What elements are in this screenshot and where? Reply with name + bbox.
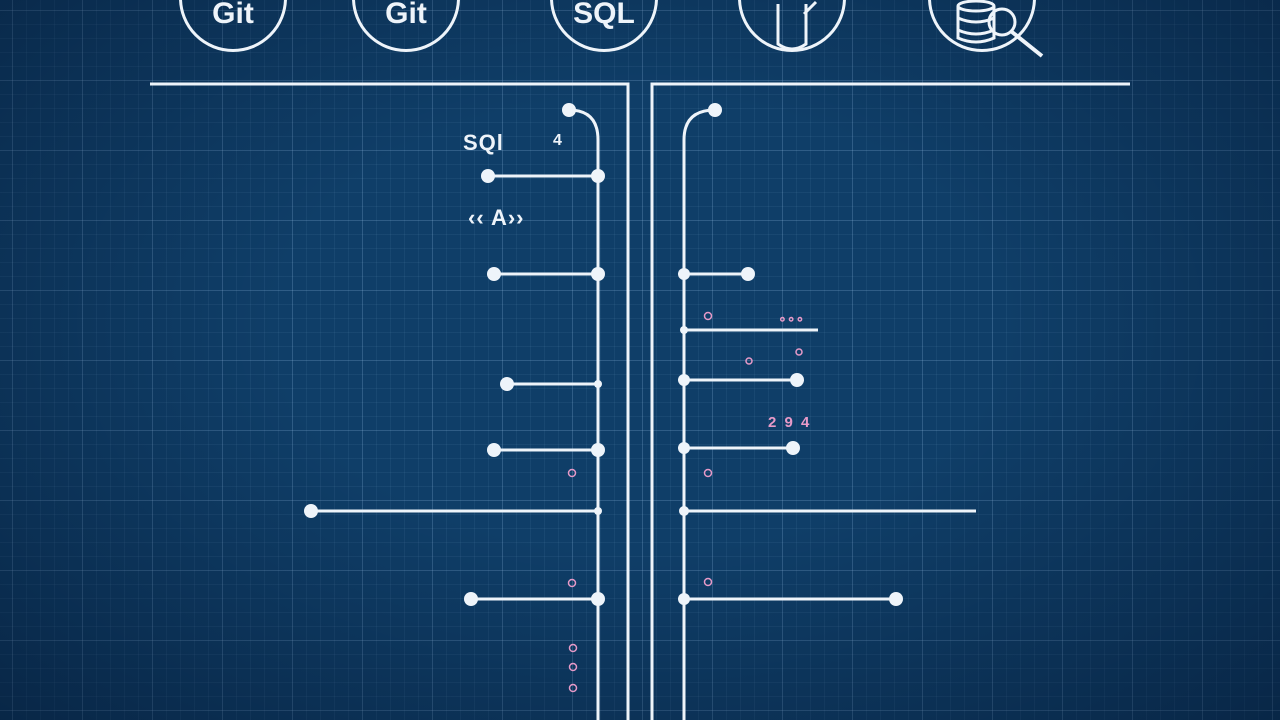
accent-dot: [567, 578, 577, 588]
node: [889, 592, 903, 606]
node: [591, 267, 605, 281]
accent-dot: [568, 683, 578, 693]
node: [594, 380, 602, 388]
git-label: Git: [212, 0, 254, 30]
node: [591, 443, 605, 457]
node: [487, 443, 501, 457]
accent-dot: [568, 643, 578, 653]
database-search-glyph: [956, 0, 1044, 58]
right-bus-line: [682, 108, 716, 720]
node: [594, 507, 602, 515]
right-code-annotation-1: ∘∘∘: [778, 310, 805, 326]
sql-marker: 4: [553, 132, 563, 149]
accent-dot: [568, 662, 578, 672]
node: [708, 103, 722, 117]
node: [304, 504, 318, 518]
node: [678, 268, 690, 280]
right-code-annotation-2: 2 9 4: [768, 414, 812, 431]
node: [500, 377, 514, 391]
node: [741, 267, 755, 281]
left-frame-line: [150, 82, 630, 720]
node: [591, 169, 605, 183]
node: [591, 592, 605, 606]
accent-dot: [703, 577, 713, 587]
node: [481, 169, 495, 183]
accent-dot: [795, 348, 803, 356]
node: [464, 592, 478, 606]
database-icon[interactable]: [738, 0, 846, 52]
accent-dot: [745, 357, 753, 365]
sql-annotation: SQl: [463, 130, 504, 155]
node: [678, 374, 690, 386]
accent-dot: [567, 468, 577, 478]
node: [680, 326, 688, 334]
sql-label: SQL: [573, 0, 635, 30]
angle-bracket-annotation: ‹‹ A››: [468, 205, 525, 230]
git-label-2: Git: [385, 0, 427, 30]
node: [679, 506, 689, 516]
database-glyph: [776, 0, 818, 51]
accent-dot: [703, 311, 713, 321]
node: [678, 442, 690, 454]
left-bus-line: [568, 108, 600, 720]
node: [562, 103, 576, 117]
database-search-icon[interactable]: [928, 0, 1044, 58]
accent-dot: [703, 468, 713, 478]
node: [786, 441, 800, 455]
right-frame-line: [650, 82, 1130, 720]
node: [487, 267, 501, 281]
node: [678, 593, 690, 605]
node: [790, 373, 804, 387]
